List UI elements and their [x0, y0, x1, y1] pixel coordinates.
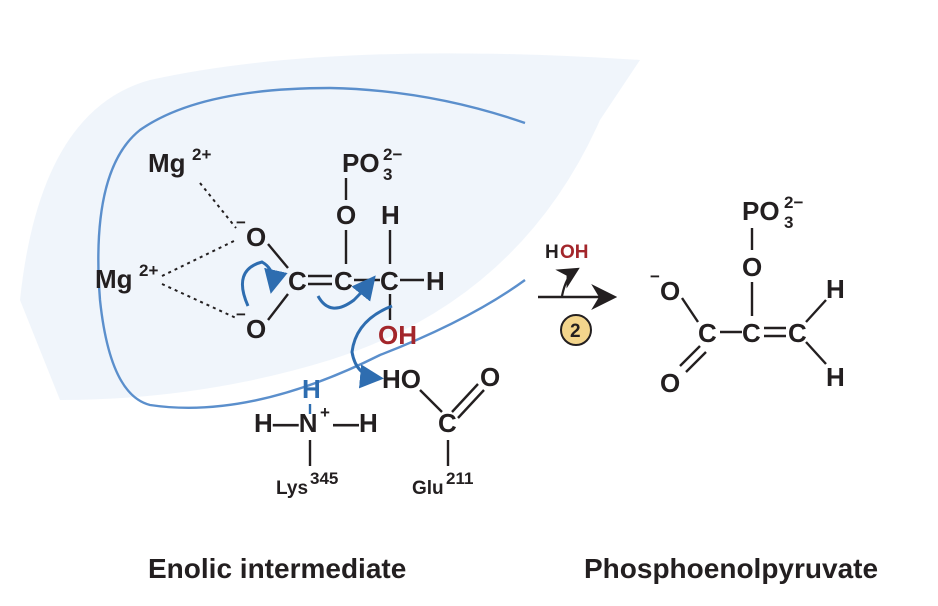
water-oh: OH — [560, 242, 589, 263]
minus-sign: − — [650, 267, 660, 286]
minus-sign: − — [236, 305, 246, 324]
phosphate: PO — [342, 148, 380, 178]
pep-phosphate: PO — [742, 196, 780, 226]
double-bond — [685, 351, 707, 373]
carbon-1: C — [288, 266, 307, 296]
o-minus-bottom: O — [246, 314, 266, 344]
mg-charge-left: 2+ — [139, 261, 158, 280]
hydrogen-top: H — [381, 200, 400, 230]
pep-o-minus: O — [660, 276, 680, 306]
carbon-3: C — [380, 266, 399, 296]
water-h: H — [545, 242, 559, 263]
glu-hydroxyl: HO — [382, 364, 421, 394]
bond — [419, 389, 443, 413]
hydroxyl: OH — [378, 320, 417, 350]
mg-ion-top: Mg — [148, 148, 186, 178]
step-number: 2 — [570, 321, 581, 342]
phosphate-charge: 2− — [383, 145, 402, 164]
bond — [267, 243, 289, 269]
minus-sign: − — [236, 213, 246, 232]
bond — [805, 299, 827, 323]
oxygen-bridge: O — [336, 200, 356, 230]
caption-phosphoenolpyruvate: Phosphoenolpyruvate — [584, 553, 878, 584]
pep-hydrogen-bottom: H — [826, 362, 845, 392]
bond — [805, 341, 827, 365]
pep-o-double: O — [660, 368, 680, 398]
enzyme-active-site — [20, 53, 640, 400]
pep-carbon-3: C — [788, 318, 807, 348]
coordination-bond — [199, 182, 237, 229]
electron-arrow — [350, 304, 393, 389]
glu-number: 211 — [446, 469, 473, 488]
double-bond — [457, 389, 485, 419]
mg-ion-left: Mg — [95, 264, 133, 294]
phosphate-subscript: 3 — [383, 165, 392, 184]
electron-arrow — [316, 275, 376, 310]
electron-arrow — [240, 260, 288, 307]
glu-residue: Glu — [412, 478, 444, 499]
lys-number: 345 — [310, 469, 338, 488]
lys-residue: Lys — [276, 478, 308, 499]
double-bond — [679, 345, 701, 367]
water-release-arrow — [555, 267, 580, 297]
pep-phosphate-subscript: 3 — [784, 213, 793, 232]
hydrogen-right: H — [426, 266, 445, 296]
lys-hydrogen: —H — [333, 408, 378, 438]
pep-phosphate-charge: 2− — [784, 193, 803, 212]
step-badge — [560, 314, 592, 346]
double-bond — [451, 383, 479, 413]
pep-oxygen-bridge: O — [742, 252, 762, 282]
glu-oxygen: O — [480, 362, 500, 392]
pep-carbon-1: C — [698, 318, 717, 348]
carbon-2: C — [334, 266, 353, 296]
pep-carbon-2: C — [742, 318, 761, 348]
enzyme-outline — [97, 86, 526, 410]
lys-proton: H — [302, 374, 321, 404]
lys-amine: H—N — [254, 408, 318, 438]
lys-charge: + — [320, 403, 330, 422]
o-minus-top: O — [246, 222, 266, 252]
caption-enolic-intermediate: Enolic intermediate — [148, 553, 406, 584]
bond — [681, 297, 699, 323]
mg-charge-top: 2+ — [192, 145, 211, 164]
bond — [267, 293, 289, 321]
glu-carbon: C — [438, 408, 457, 438]
pep-hydrogen-top: H — [826, 274, 845, 304]
